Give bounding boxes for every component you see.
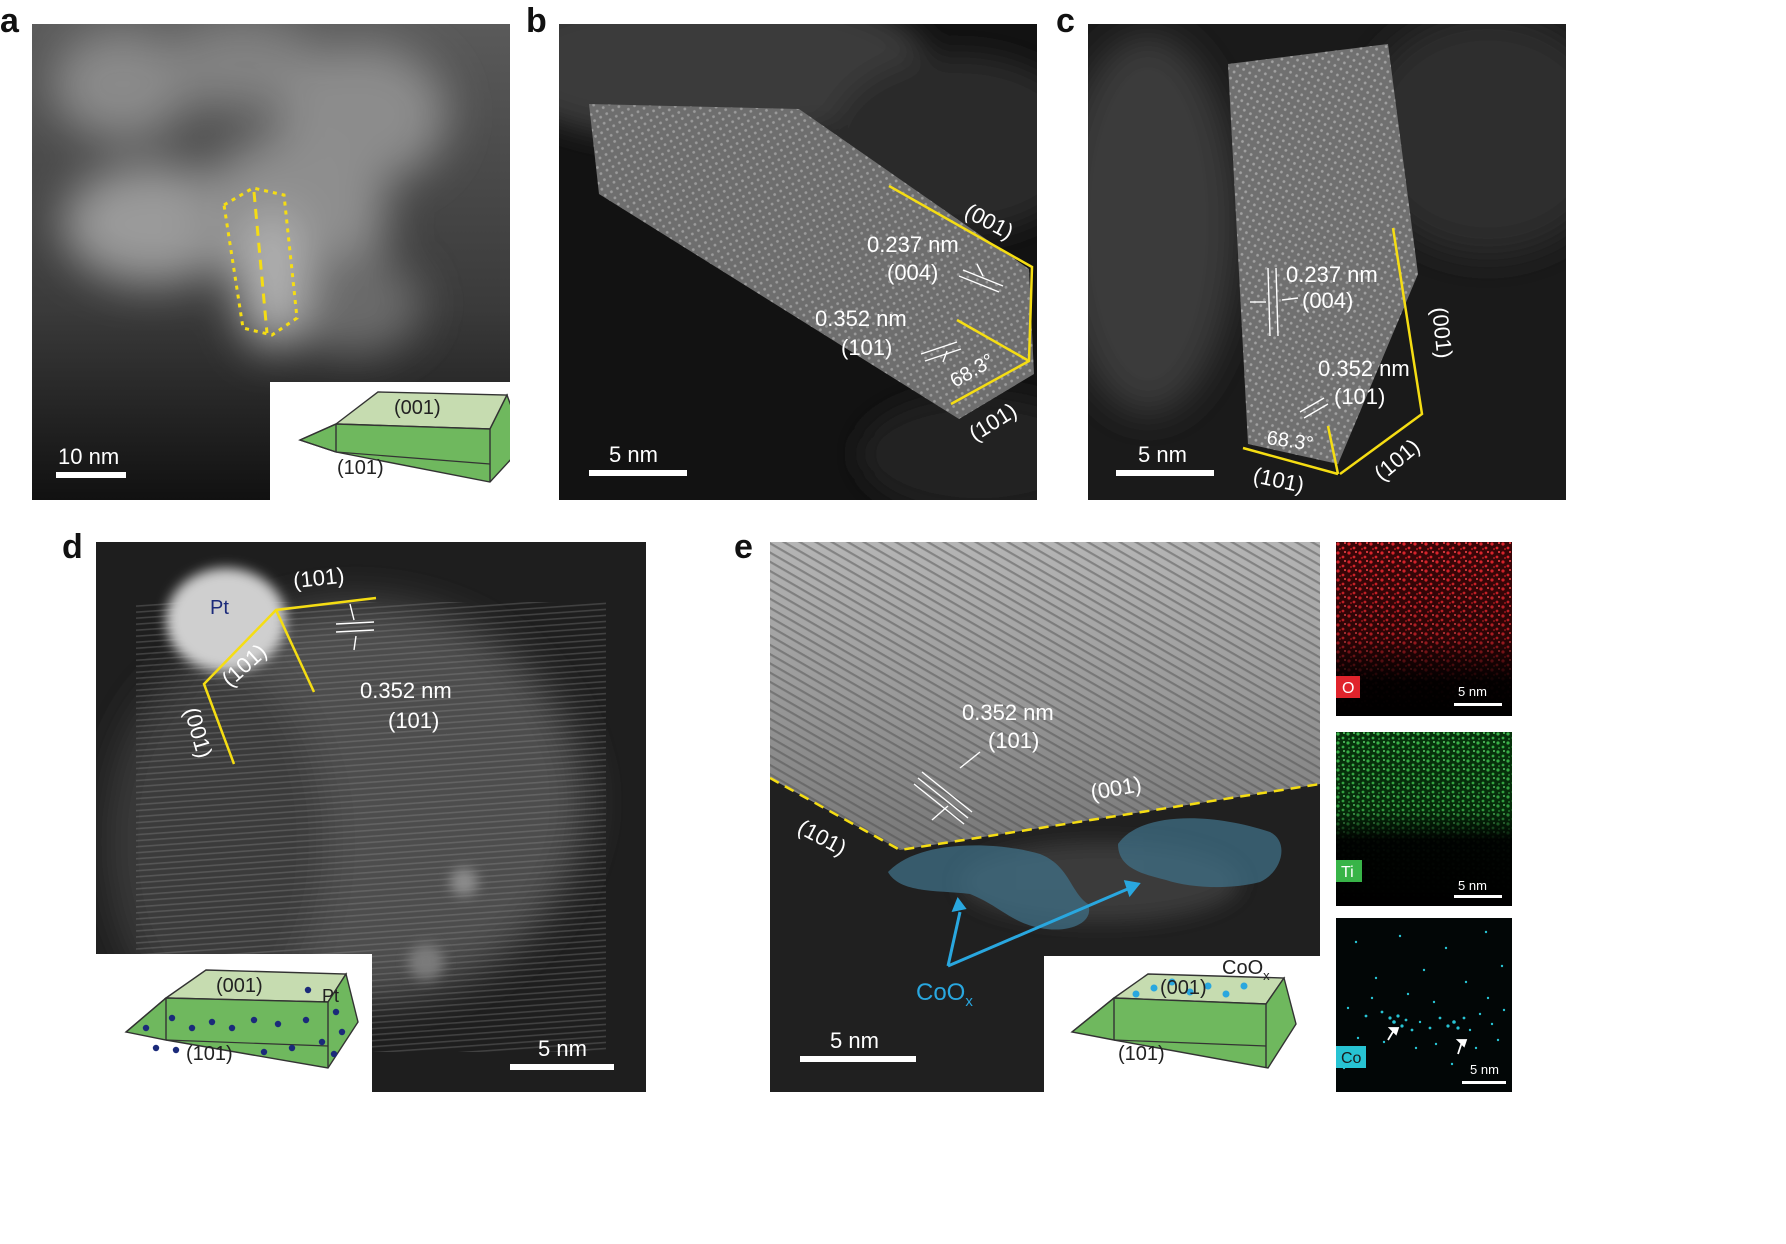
coox-label-e: CoOx xyxy=(916,979,973,1010)
spacing-2-c: 0.352 nm xyxy=(1318,356,1410,381)
scale-label-d: 5 nm xyxy=(538,1036,587,1061)
spacing-e: 0.352 nm xyxy=(962,700,1054,725)
plane-1-c: (004) xyxy=(1302,288,1353,313)
pt-dots-inset-d xyxy=(142,986,346,1058)
panel-a: (001) (101) 10 nm xyxy=(32,24,510,500)
map-o-badge xyxy=(1336,676,1360,698)
scale-label-b: 5 nm xyxy=(609,442,658,467)
crystal-shape-e xyxy=(1070,973,1297,1069)
panel-c-image: 0.237 nm (004) 0.352 nm (101) 68.3° (001… xyxy=(1088,24,1566,500)
facet-lines-d xyxy=(202,596,377,765)
nanosheet-c xyxy=(1228,44,1418,464)
map-co-arrows xyxy=(1387,1027,1468,1055)
scale-bar-d xyxy=(510,1064,614,1070)
scale-bar-a xyxy=(56,472,126,478)
plane-d: (101) xyxy=(388,708,439,733)
panel-letter-e: e xyxy=(734,528,753,566)
panel-b: (001) (101) 0.237 nm (004) 0.352 nm (101… xyxy=(559,24,1037,500)
facet-101-top-label-d: (101) xyxy=(292,563,346,593)
map-o-element: O xyxy=(1342,680,1354,697)
map-co-element: Co xyxy=(1341,1050,1362,1067)
panel-d-image: Pt (101) (101) (001) 0.352 nm (101) xyxy=(96,542,646,1092)
spacing-1-c: 0.237 nm xyxy=(1286,262,1378,287)
facet-lines-b xyxy=(888,184,1034,406)
nanosheet-b xyxy=(589,104,1034,419)
eds-map-co: Co 5 nm xyxy=(1336,918,1512,1092)
nanosheet-outline xyxy=(222,186,299,337)
inset-d-top-label: (001) xyxy=(216,975,263,997)
lattice-marks-e xyxy=(913,751,981,825)
panel-c: 0.237 nm (004) 0.352 nm (101) 68.3° (001… xyxy=(1088,24,1566,500)
plane-2-b: (101) xyxy=(841,335,892,360)
facet-001-label-c: (001) xyxy=(1427,306,1457,360)
eds-map-ti: Ti 5 nm xyxy=(1336,732,1512,906)
inset-e-coox-label: CoOx xyxy=(1222,957,1270,983)
map-co-scale-bar xyxy=(1462,1081,1506,1084)
facet-lines-c xyxy=(1242,227,1424,476)
panel-letter-d: d xyxy=(62,528,83,566)
map-ti-element: Ti xyxy=(1341,864,1354,881)
facet-lines-e xyxy=(770,776,1320,852)
coox-dots-inset-e xyxy=(1132,978,1248,998)
plane-e: (101) xyxy=(988,728,1039,753)
scale-label-c: 5 nm xyxy=(1138,442,1187,467)
panel-letter-a: a xyxy=(0,2,19,40)
scale-bar-c xyxy=(1116,470,1214,476)
panel-d: Pt (101) (101) (001) 0.352 nm (101) xyxy=(96,542,646,1092)
map-ti-scale-label: 5 nm xyxy=(1458,878,1487,893)
map-co-scale-label: 5 nm xyxy=(1470,1062,1499,1077)
panel-letter-b: b xyxy=(526,2,547,40)
map-ti-scale-bar xyxy=(1454,895,1502,898)
scale-label-e: 5 nm xyxy=(830,1028,879,1053)
panel-b-image: (001) (101) 0.237 nm (004) 0.352 nm (101… xyxy=(559,24,1037,500)
map-o-scale-bar xyxy=(1454,703,1502,706)
scale-label-a: 10 nm xyxy=(58,444,119,469)
pt-label-d: Pt xyxy=(210,597,229,619)
inset-e-top-label: (001) xyxy=(1160,977,1207,999)
panel-a-image: (001) (101) 10 nm xyxy=(32,24,510,500)
map-co-badge xyxy=(1336,1046,1366,1068)
scale-bar-b xyxy=(589,470,687,476)
lattice-marks-d xyxy=(335,603,375,651)
eds-map-o: O 5 nm xyxy=(1336,542,1512,716)
inset-a-top-label: (001) xyxy=(394,397,441,419)
spacing-d: 0.352 nm xyxy=(360,678,452,703)
map-o-scale-label: 5 nm xyxy=(1458,684,1487,699)
crystal-shape-a xyxy=(298,391,510,483)
spacing-2-b: 0.352 nm xyxy=(815,306,907,331)
inset-a-side-label: (101) xyxy=(337,457,384,479)
coox-clusters-e xyxy=(888,818,1282,930)
inset-d-pt-label: Pt xyxy=(322,986,339,1006)
lattice-marks-c xyxy=(1250,267,1329,419)
plane-2-c: (101) xyxy=(1334,384,1385,409)
panel-e-image: 0.352 nm (101) (001) (101) CoOx (001) (1… xyxy=(770,542,1320,1092)
lattice-marks-b xyxy=(920,263,1004,363)
panel-letter-c: c xyxy=(1056,2,1075,40)
plane-1-b: (004) xyxy=(887,260,938,285)
map-ti-badge xyxy=(1336,860,1362,882)
spacing-1-b: 0.237 nm xyxy=(867,232,959,257)
coox-arrows-e xyxy=(946,880,1141,968)
crystal-shape-d xyxy=(124,969,359,1069)
map-co-signal xyxy=(1342,930,1506,1070)
scale-bar-e xyxy=(800,1056,916,1062)
inset-e-side-label: (101) xyxy=(1118,1043,1165,1065)
pt-particle xyxy=(166,568,478,980)
inset-d-side-label: (101) xyxy=(186,1043,233,1065)
panel-e: 0.352 nm (101) (001) (101) CoOx (001) (1… xyxy=(770,542,1320,1092)
